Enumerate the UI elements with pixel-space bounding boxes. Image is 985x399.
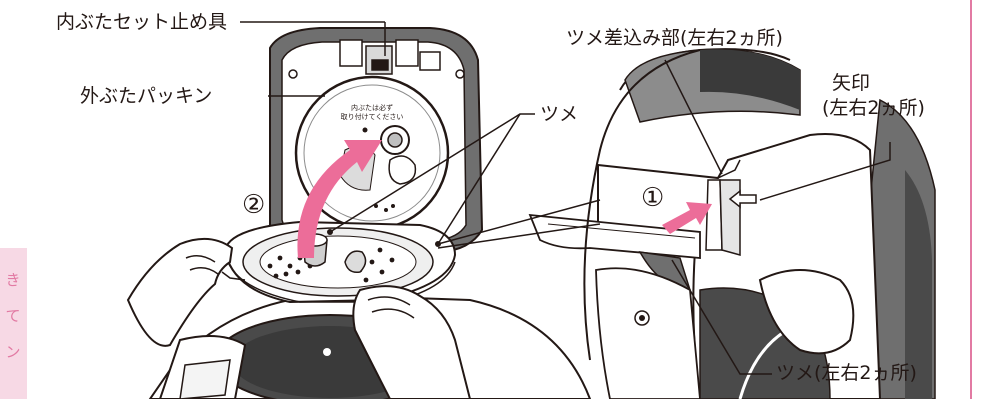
lid-text-1: 内ぶたは必ず: [351, 103, 393, 112]
label-arrow-mark-1: 矢印: [832, 72, 871, 94]
right-hand: [352, 285, 472, 399]
side-tab-text: き て ン: [4, 262, 22, 370]
side-char: て: [5, 307, 21, 325]
side-tab: [0, 248, 27, 399]
step1-label: ①: [641, 183, 665, 213]
label-claw: ツメ: [540, 103, 579, 125]
side-char: ン: [5, 343, 21, 361]
label-arrow-mark-2: (左右2ヵ所): [822, 97, 925, 119]
side-char: き: [5, 271, 21, 289]
step1-arrow: [662, 202, 712, 234]
label-claw-lr: ツメ(左右2ヵ所): [776, 362, 917, 384]
detail-circle: [528, 39, 936, 399]
label-outer-lid-packing: 外ぶたパッキン: [80, 85, 213, 107]
frame-border: [970, 0, 972, 399]
step2-label: ②: [242, 190, 266, 220]
left-hand: [126, 237, 234, 347]
inner-lid-stopper: [339, 39, 441, 75]
lid-text-2: 取り付けてください: [341, 112, 404, 121]
label-claw-insert: ツメ差込み部(左右2ヵ所): [566, 27, 783, 49]
arrow-mark-icon: [728, 189, 757, 209]
step2-arrow: [297, 140, 382, 258]
label-inner-lid-stopper: 内ぶたセット止め具: [56, 11, 228, 33]
